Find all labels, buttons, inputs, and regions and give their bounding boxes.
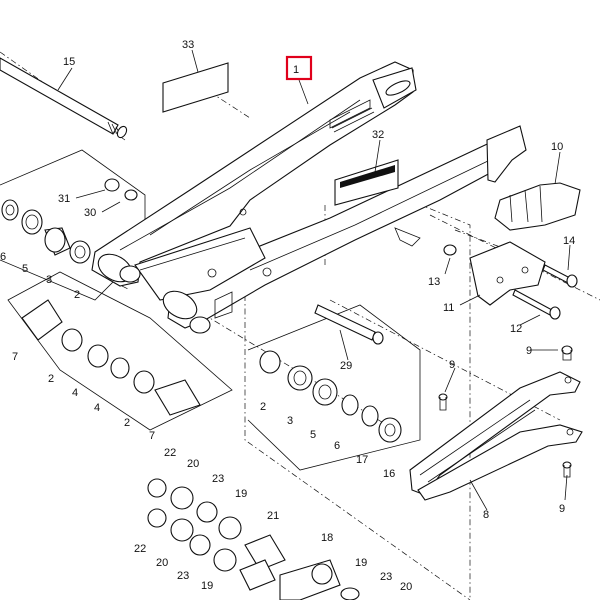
callout-29: 29	[340, 360, 352, 372]
callout-2: 2	[124, 417, 130, 429]
callout-32: 32	[372, 129, 384, 141]
callout-14: 14	[563, 235, 575, 247]
callout-19: 19	[201, 580, 213, 592]
callout-23: 23	[212, 473, 224, 485]
left-bushings	[1, 178, 138, 264]
callout-18: 18	[321, 532, 333, 544]
callout-22: 22	[134, 543, 146, 555]
right-bushing-group-frame	[247, 304, 421, 471]
right-bushings	[259, 350, 402, 443]
callout-19: 19	[355, 557, 367, 569]
callout-23: 23	[380, 571, 392, 583]
bolt-12	[512, 289, 561, 320]
callout-9: 9	[449, 359, 455, 371]
callout-2: 2	[260, 401, 266, 413]
screws-9	[438, 345, 573, 478]
decal-plate	[162, 62, 229, 113]
callout-5: 5	[22, 263, 28, 275]
callout-9: 9	[559, 503, 565, 515]
collar-13	[443, 244, 457, 256]
left-lower-bushings	[21, 299, 201, 416]
callout-6: 6	[334, 440, 340, 452]
callout-22: 22	[164, 447, 176, 459]
callout-20: 20	[156, 557, 168, 569]
callout-2: 2	[74, 289, 80, 301]
callout-7: 7	[149, 430, 155, 442]
highlight-box	[285, 55, 313, 81]
callout-12: 12	[510, 323, 522, 335]
callout-17: 17	[356, 454, 368, 466]
pivot-bolt-29	[314, 304, 384, 345]
callout-10: 10	[551, 141, 563, 153]
chain-slider	[494, 182, 581, 231]
callout-33: 33	[182, 39, 194, 51]
callout-6: 6	[0, 251, 6, 263]
callout-3: 3	[287, 415, 293, 427]
callout-30: 30	[84, 207, 96, 219]
callout-4: 4	[72, 387, 78, 399]
callout-3: 3	[46, 274, 52, 286]
callout-8: 8	[483, 509, 489, 521]
callout-1: 1	[293, 64, 299, 76]
callout-2: 2	[48, 373, 54, 385]
chain-guide-bracket	[469, 241, 546, 306]
pivot-axle	[0, 57, 128, 139]
callout-23: 23	[177, 570, 189, 582]
callout-11: 11	[443, 302, 454, 314]
callout-20: 20	[400, 581, 412, 593]
callout-7: 7	[12, 351, 18, 363]
callout-9: 9	[526, 345, 532, 357]
callout-20: 20	[187, 458, 199, 470]
swingarm-body	[91, 61, 527, 334]
bolt-14	[542, 264, 578, 288]
callout-5: 5	[310, 429, 316, 441]
callout-4: 4	[94, 402, 100, 414]
callout-19: 19	[235, 488, 247, 500]
callout-15: 15	[63, 56, 75, 68]
leader-lines	[57, 49, 571, 511]
decal-32	[334, 159, 399, 206]
chain-guide	[409, 371, 583, 501]
callout-31: 31	[58, 193, 70, 205]
linkage-bearings	[147, 478, 360, 600]
callout-13: 13	[428, 276, 440, 288]
callout-21: 21	[267, 510, 279, 522]
callouts: 1 2 2 2 2 3 3 4 4 5 5 6 6 7 7 8 9 9 9 10…	[0, 39, 575, 593]
callout-16: 16	[383, 468, 395, 480]
